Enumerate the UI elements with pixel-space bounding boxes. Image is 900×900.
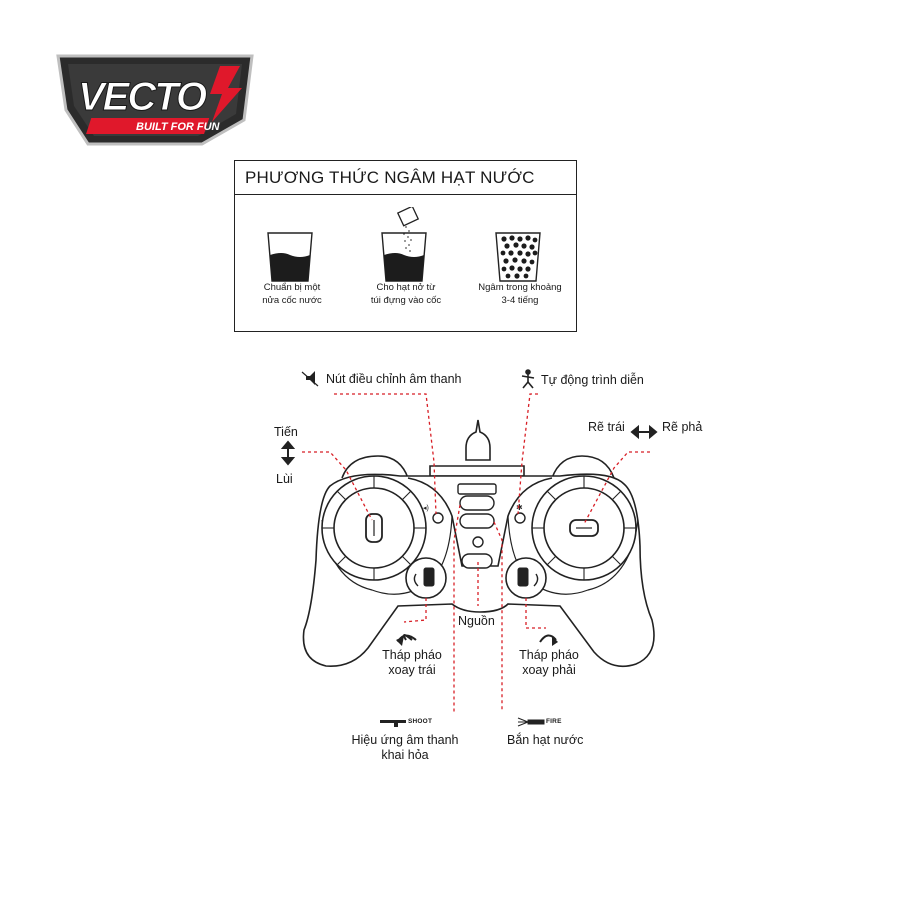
soak-step: Ngâm trong khoảng 3-4 tiếng xyxy=(463,195,577,331)
turret-right-button xyxy=(505,557,547,599)
soak-step: Cho hạt nở từ túi đựng vào cốc xyxy=(349,195,463,331)
soak-method-title: PHƯƠNG THỨC NGÂM HẠT NƯỚC xyxy=(235,161,576,195)
center-button-panel xyxy=(432,483,526,569)
auto-demo-icon xyxy=(521,369,535,389)
soak-method-panel: PHƯƠNG THỨC NGÂM HẠT NƯỚC Chuẩn bị một n… xyxy=(234,160,577,332)
turret-left-button xyxy=(405,557,447,599)
soak-step-caption: Cho hạt nở từ túi đựng vào cốc xyxy=(370,282,442,306)
soak-step: Chuẩn bị một nửa cốc nước xyxy=(235,195,349,331)
turret-left-label: Tháp pháo xoay trái xyxy=(382,648,442,677)
auto-demo-label: Tự động trình diễn xyxy=(541,373,644,387)
fire-tag: FIRE xyxy=(546,718,562,725)
up-down-arrow-icon xyxy=(280,440,296,466)
shoot-gun-icon xyxy=(380,720,406,727)
speaker-mute-icon xyxy=(301,371,319,387)
speaker-small-icon: ◂) xyxy=(423,505,429,512)
turn-right-label: Rẽ phả xyxy=(662,420,703,434)
half-water-cup-icon xyxy=(267,232,313,282)
right-joystick-wheel xyxy=(531,475,637,581)
left-right-arrow-icon xyxy=(630,424,658,440)
shoot-water-label: Bắn hạt nước xyxy=(507,733,584,747)
left-joystick-wheel xyxy=(321,475,427,581)
rotate-right-arrow-icon xyxy=(539,634,557,643)
vecto-logo: VECTO BUILT FOR FUN xyxy=(56,54,254,146)
power-label: Nguồn xyxy=(458,614,495,628)
sound-effect-label: Hiệu ứng âm thanh khai hỏa xyxy=(351,733,459,762)
pour-beads-cup-icon xyxy=(381,207,427,282)
shoot-tag: SHOOT xyxy=(408,718,433,725)
callout-lines xyxy=(302,393,650,712)
logo-text: VECTO xyxy=(78,75,207,119)
soak-step-caption: Chuẩn bị một nửa cốc nước xyxy=(262,282,322,306)
lightning-bolt-icon xyxy=(210,66,242,122)
fire-spray-icon xyxy=(517,717,545,727)
turn-left-label: Rẽ trái xyxy=(588,420,625,434)
logo-slogan: BUILT FOR FUN xyxy=(136,121,221,133)
volume-button-label: Nút điều chỉnh âm thanh xyxy=(326,372,462,386)
backward-label: Lùi xyxy=(276,472,293,486)
soak-step-caption: Ngâm trong khoảng 3-4 tiếng xyxy=(478,282,562,306)
soaked-beads-cup-icon xyxy=(495,232,541,282)
dance-small-icon: ✱ xyxy=(516,503,523,512)
turret-right-label: Tháp pháo xoay phải xyxy=(519,648,579,677)
forward-label: Tiến xyxy=(274,425,298,439)
